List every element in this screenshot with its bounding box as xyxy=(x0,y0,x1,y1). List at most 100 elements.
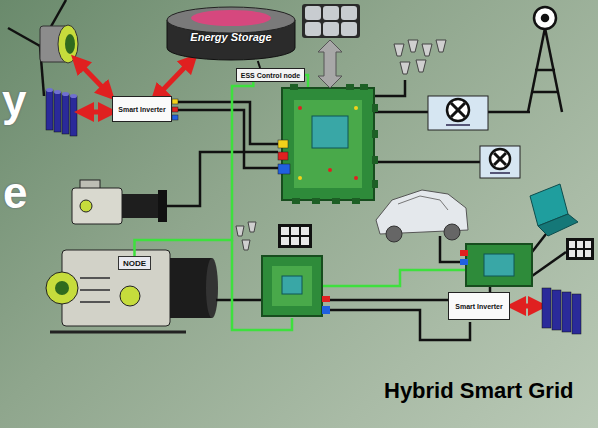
battery-stack xyxy=(54,90,61,94)
radio-tower xyxy=(531,91,559,94)
wire xyxy=(178,110,278,168)
node-hub xyxy=(262,244,532,316)
load-unit xyxy=(428,96,520,178)
small-panel xyxy=(585,241,591,248)
small-panel xyxy=(569,241,575,248)
control-node-box: ESS Control node xyxy=(236,68,305,82)
lamp-group xyxy=(394,44,404,56)
small-panel xyxy=(281,227,289,235)
battery-stack xyxy=(542,288,551,328)
vehicle xyxy=(386,226,402,242)
laptop xyxy=(538,214,578,236)
wire xyxy=(167,80,566,340)
generator xyxy=(206,258,218,318)
distribution-hub xyxy=(298,106,302,110)
small-panel xyxy=(585,250,591,257)
power-arrow xyxy=(516,304,538,309)
vehicle xyxy=(376,190,468,242)
lamp-group xyxy=(236,226,244,236)
small-panel xyxy=(569,250,575,257)
node-hub xyxy=(282,276,302,294)
generator xyxy=(80,301,110,303)
wind-turbine xyxy=(58,25,78,63)
node-hub xyxy=(322,306,330,314)
solar-array xyxy=(323,22,339,36)
vehicle xyxy=(398,196,448,210)
wire xyxy=(216,299,262,302)
distribution-hub xyxy=(372,130,378,138)
solar-array xyxy=(302,4,360,88)
inverter-port xyxy=(172,107,178,112)
solar-array xyxy=(341,6,357,20)
thermal-camera xyxy=(158,190,167,222)
battery-stack xyxy=(552,290,561,330)
inverter-port xyxy=(172,99,178,120)
lamp-group xyxy=(422,44,432,56)
distribution-hub xyxy=(278,164,290,174)
energy-storage-disk: Energy Storage xyxy=(164,4,298,61)
generator xyxy=(80,277,110,279)
load-unit xyxy=(447,99,469,121)
load-unit xyxy=(428,96,488,130)
node-label-box: NODE xyxy=(118,256,151,270)
battery-stack xyxy=(62,94,69,134)
lamp-group xyxy=(400,62,410,74)
lamp-group xyxy=(436,40,446,52)
battery-stack xyxy=(46,90,53,130)
generator xyxy=(50,331,186,334)
distribution-hub xyxy=(312,198,320,204)
wire xyxy=(532,252,566,276)
laptop xyxy=(530,184,578,236)
distribution-hub xyxy=(372,180,378,188)
load-unit xyxy=(480,146,520,178)
small-panel xyxy=(281,237,289,245)
distribution-hub xyxy=(354,106,358,110)
small-panel xyxy=(566,238,594,260)
wind-turbine xyxy=(65,34,75,54)
node-hub xyxy=(460,259,468,265)
load-unit xyxy=(494,153,506,165)
node-text: ESS Control node xyxy=(241,72,301,79)
power-connector xyxy=(157,61,191,96)
node-hub xyxy=(484,254,514,276)
battery-stack xyxy=(542,288,581,334)
node-text: Energy Storage xyxy=(190,31,271,43)
battery-stack xyxy=(46,88,53,92)
solar-array xyxy=(302,4,360,38)
thermal-camera xyxy=(80,200,92,212)
node-text: Smart Inverter xyxy=(118,106,165,113)
battery-stack xyxy=(572,294,581,334)
vehicle xyxy=(444,224,460,240)
generator xyxy=(80,289,110,291)
lamp-group xyxy=(248,222,256,232)
battery-stack xyxy=(70,94,77,98)
wire xyxy=(532,234,546,252)
small-panel xyxy=(577,241,583,248)
small-panel xyxy=(577,250,583,257)
radio-tower xyxy=(535,69,555,72)
lamp-group xyxy=(408,40,418,52)
distribution-hub xyxy=(282,88,374,200)
lamp-group xyxy=(242,240,250,250)
generator xyxy=(55,281,69,295)
load-unit xyxy=(494,153,506,165)
distribution-hub xyxy=(312,116,348,148)
small-panel xyxy=(278,224,312,248)
generator xyxy=(120,286,140,306)
node-hub xyxy=(262,256,322,316)
distribution-hub xyxy=(346,84,354,90)
battery-stack xyxy=(62,92,69,96)
small-panel xyxy=(301,227,309,235)
solar-array xyxy=(318,40,342,88)
generator xyxy=(170,258,212,318)
power-arrow xyxy=(78,62,538,306)
solar-array xyxy=(305,22,321,36)
generator xyxy=(46,250,218,332)
inverter-port xyxy=(172,115,178,120)
node-hub xyxy=(322,296,330,302)
wire xyxy=(374,161,480,164)
battery-stack xyxy=(54,92,61,132)
